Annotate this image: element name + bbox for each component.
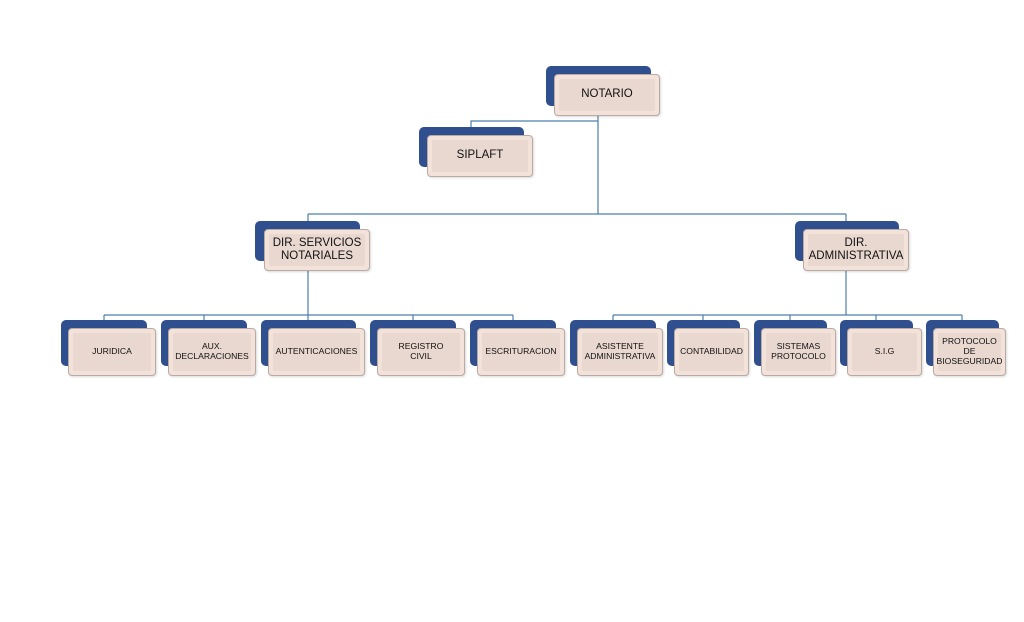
node-asistente-administrativa: ASISTENTE ADMINISTRATIVA (570, 320, 663, 376)
node-label: PROTOCOLO DE BIOSEGURIDAD (936, 336, 1003, 366)
node-inner-panel (432, 140, 528, 172)
node-autenticaciones: AUTENTICACIONES (261, 320, 365, 376)
node-escrituracion: ESCRITURACION (470, 320, 565, 376)
node-box: JURIDICA (68, 328, 156, 376)
node-inner-panel (173, 333, 251, 371)
node-box: AUX. DECLARACIONES (168, 328, 256, 376)
node-label: REGISTRO CIVIL (398, 341, 444, 361)
node-inner-panel (808, 234, 904, 266)
node-box: CONTABILIDAD (674, 328, 749, 376)
node-box: REGISTRO CIVIL (377, 328, 465, 376)
node-dir-administrativa: DIR. ADMINISTRATIVA (795, 221, 909, 271)
node-box: PROTOCOLO DE BIOSEGURIDAD (933, 328, 1006, 376)
node-box: NOTARIO (554, 74, 660, 116)
node-box: ASISTENTE ADMINISTRATIVA (577, 328, 663, 376)
node-label: ASISTENTE ADMINISTRATIVA (584, 341, 656, 361)
node-box: S.I.G (847, 328, 922, 376)
node-label: SIPLAFT (456, 149, 504, 162)
node-box: SISTEMAS PROTOCOLO (761, 328, 836, 376)
node-label: JURIDICA (92, 346, 132, 357)
connector-line (470, 120, 598, 127)
node-inner-panel (679, 333, 744, 371)
node-label: AUX. DECLARACIONES (175, 341, 249, 361)
node-box: DIR. ADMINISTRATIVA (803, 229, 909, 271)
node-sig: S.I.G (840, 320, 922, 376)
node-label: S.I.G (874, 346, 895, 357)
node-notario: NOTARIO (546, 66, 660, 116)
node-juridica: JURIDICA (61, 320, 156, 376)
node-box: DIR. SERVICIOS NOTARIALES (264, 229, 370, 271)
node-dir-servicios-notariales: DIR. SERVICIOS NOTARIALES (255, 221, 370, 271)
node-inner-panel (73, 333, 151, 371)
node-registro-civil: REGISTRO CIVIL (370, 320, 465, 376)
node-label: AUTENTICACIONES (275, 346, 358, 357)
node-label: DIR. ADMINISTRATIVA (808, 236, 904, 262)
node-inner-panel (766, 333, 831, 371)
node-sistemas-protocolo: SISTEMAS PROTOCOLO (754, 320, 836, 376)
node-box: AUTENTICACIONES (268, 328, 365, 376)
node-aux-declaraciones: AUX. DECLARACIONES (161, 320, 256, 376)
node-siplaft: SIPLAFT (419, 127, 533, 177)
node-inner-panel (273, 333, 360, 371)
node-inner-panel (269, 234, 365, 266)
node-inner-panel (852, 333, 917, 371)
node-contabilidad: CONTABILIDAD (667, 320, 749, 376)
node-inner-panel (559, 79, 655, 111)
node-label: DIR. SERVICIOS NOTARIALES (272, 236, 362, 262)
node-inner-panel (582, 333, 658, 371)
node-inner-panel (482, 333, 560, 371)
node-box: SIPLAFT (427, 135, 533, 177)
node-protocolo-bioseguridad: PROTOCOLO DE BIOSEGURIDAD (926, 320, 1006, 376)
node-box: ESCRITURACION (477, 328, 565, 376)
node-inner-panel (382, 333, 460, 371)
node-label: ESCRITURACION (485, 346, 557, 357)
node-label: NOTARIO (581, 88, 633, 101)
node-label: CONTABILIDAD (680, 346, 743, 357)
node-inner-panel (938, 333, 1001, 371)
node-label: SISTEMAS PROTOCOLO (771, 341, 826, 361)
